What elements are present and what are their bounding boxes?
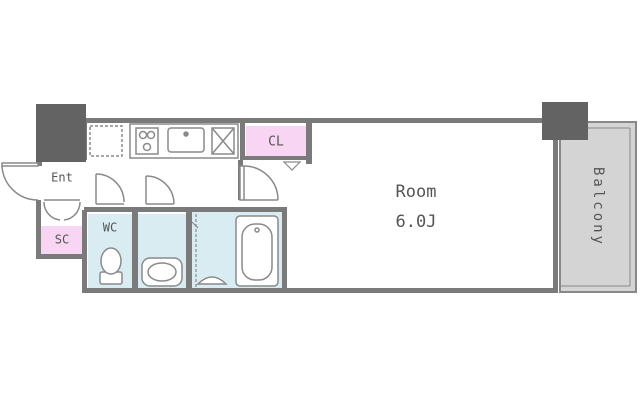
room-size: 6.0J bbox=[396, 212, 437, 232]
door-arc bbox=[145, 175, 175, 205]
tub-inner bbox=[241, 223, 273, 281]
wall bbox=[132, 207, 138, 293]
washbasin-icon bbox=[141, 257, 183, 287]
wall bbox=[36, 160, 42, 166]
room-floor bbox=[286, 120, 556, 290]
wall bbox=[36, 200, 41, 258]
sink-icon bbox=[167, 127, 205, 153]
door-arc bbox=[43, 201, 61, 221]
shoe-closet-label: SC bbox=[55, 233, 69, 247]
wall bbox=[84, 118, 556, 123]
shoe-closet bbox=[40, 226, 84, 254]
faucet bbox=[183, 131, 189, 137]
door-swing-icon bbox=[145, 175, 175, 205]
door-swing-icon bbox=[95, 173, 125, 205]
door-arc bbox=[243, 165, 279, 201]
room-label: Room 6.0J bbox=[396, 182, 437, 232]
balcony-floor bbox=[559, 121, 637, 293]
door-arc bbox=[63, 201, 81, 221]
door-swing-icon bbox=[191, 221, 199, 229]
pan-cross bbox=[211, 127, 235, 155]
pillars bbox=[36, 102, 588, 162]
door-arc bbox=[95, 173, 125, 203]
toilet-icon bbox=[99, 247, 123, 285]
closet-label: CL bbox=[268, 135, 284, 150]
bathtub-icon bbox=[235, 215, 279, 287]
tub-drain bbox=[254, 227, 260, 233]
room-name: Room bbox=[396, 182, 437, 202]
door-arc bbox=[1, 165, 39, 201]
wall bbox=[82, 210, 87, 293]
toilet-bowl bbox=[100, 247, 122, 275]
wall bbox=[84, 207, 284, 212]
chevron-down-icon bbox=[282, 161, 302, 171]
closet-door-marker bbox=[282, 161, 302, 171]
burner bbox=[138, 130, 148, 140]
wall bbox=[186, 207, 192, 293]
wall bbox=[240, 118, 245, 160]
pillar bbox=[542, 102, 588, 140]
burner bbox=[146, 130, 156, 140]
pillar bbox=[36, 104, 86, 162]
bathroom-basin bbox=[196, 276, 228, 285]
wall bbox=[84, 288, 556, 293]
balcony: Balcony bbox=[559, 121, 637, 293]
wall bbox=[282, 207, 287, 293]
burner bbox=[142, 142, 152, 152]
balcony-label: Balcony bbox=[590, 167, 606, 247]
stove-icon bbox=[135, 127, 159, 155]
door-leaf bbox=[1, 162, 39, 167]
wall bbox=[306, 118, 312, 164]
door-arc bbox=[191, 221, 199, 229]
wall bbox=[36, 254, 86, 259]
basin-shape bbox=[196, 276, 228, 285]
basin bbox=[147, 262, 177, 282]
wall bbox=[553, 118, 558, 293]
refrigerator-space-icon bbox=[89, 125, 123, 157]
door-swing-icon bbox=[43, 199, 81, 221]
door-leaf bbox=[239, 165, 245, 201]
closet bbox=[246, 126, 306, 156]
washing-machine-pan-icon bbox=[211, 127, 235, 155]
sink-basin bbox=[167, 127, 205, 153]
door-swing-icon bbox=[1, 162, 39, 201]
door-swing-icon bbox=[239, 165, 279, 201]
kitchen-counter bbox=[89, 123, 239, 159]
toilet-label: WC bbox=[103, 221, 117, 235]
entrance-label: Ent bbox=[51, 171, 73, 185]
wall bbox=[243, 156, 311, 160]
